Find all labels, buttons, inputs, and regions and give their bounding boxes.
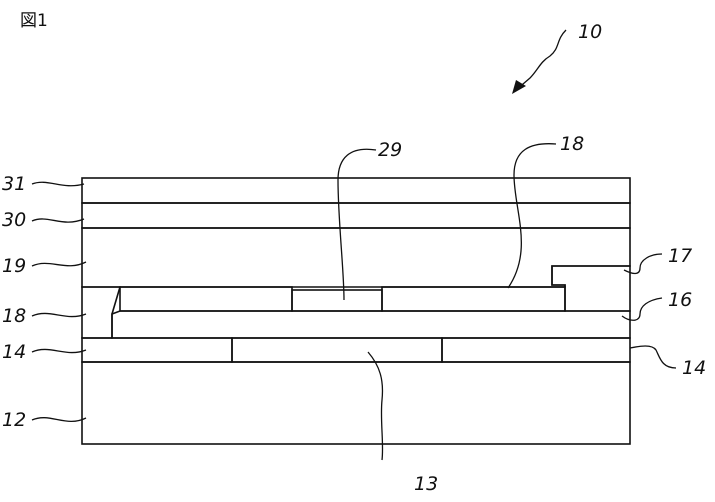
leader-16 [622,298,662,320]
label-31: 31 [2,173,26,195]
region-29 [292,290,382,311]
label-29: 29 [378,139,402,161]
label-17: 17 [668,245,692,267]
leader-12 [32,418,86,422]
leader-29 [338,149,376,300]
label-14-left: 14 [2,341,26,363]
label-14-right: 14 [682,357,706,379]
leader-14-left [32,349,86,352]
layer-18-left-strip [120,287,292,311]
layer-14-right [442,338,630,362]
layer-19 [82,228,630,287]
leader-10 [516,30,566,90]
layer-31 [82,178,630,203]
leader-31 [32,182,84,185]
layer-12 [82,362,630,444]
leader-30 [32,219,84,222]
label-30: 30 [2,209,26,231]
layer-30 [82,203,630,228]
leader-18-top [508,144,556,288]
label-18-left: 18 [2,305,26,327]
label-10: 10 [578,21,602,43]
label-18-top: 18 [560,133,584,155]
layer-18-right-strip [382,287,565,311]
figure-title: 図1 [20,11,48,31]
layer-16 [112,311,630,338]
label-19: 19 [2,255,26,277]
label-16: 16 [668,289,692,311]
arrowhead-10 [512,80,526,94]
region-13 [232,338,442,362]
layer-14-left [82,338,232,362]
layer-17 [552,266,630,311]
leader-14-right [630,346,676,368]
label-13: 13 [414,473,438,495]
label-12: 12 [2,409,26,431]
leader-19 [32,262,86,266]
leader-18-left [32,313,86,316]
